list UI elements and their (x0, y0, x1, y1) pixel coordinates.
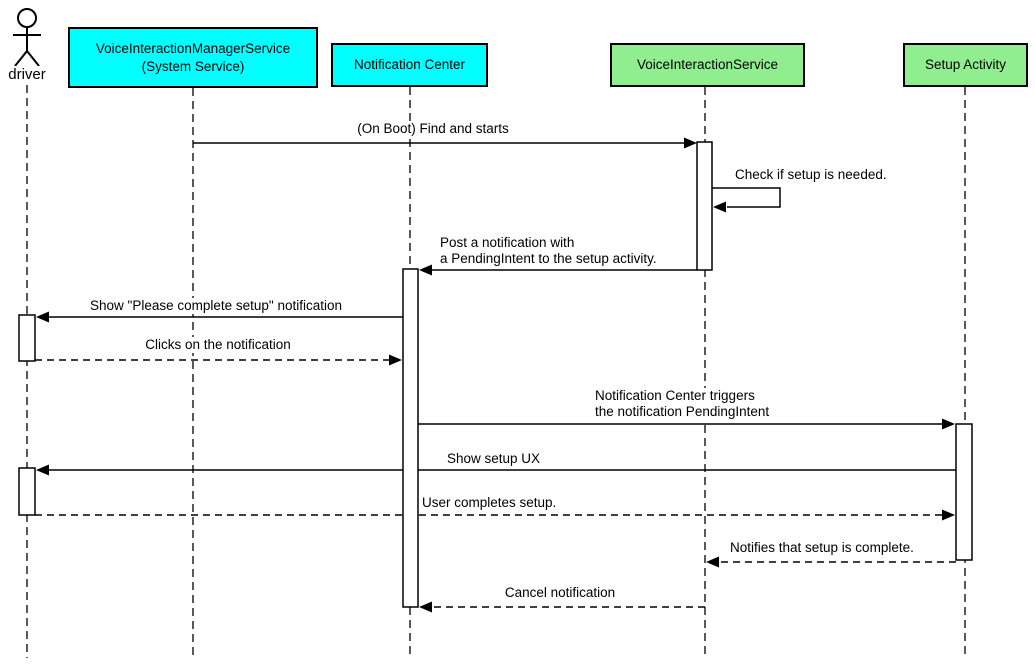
participant-voiceinteractionservice: VoiceInteractionService (610, 43, 805, 87)
message-clicks-on-notification (35, 354, 402, 366)
message-label-cancel-notification: Cancel notification (501, 585, 619, 601)
activation-voiceinteractionservice (696, 141, 713, 271)
message-user-completes-setup (35, 509, 955, 521)
participant-setup-activity: Setup Activity (903, 43, 1028, 87)
participant-label: VoiceInteractionService (636, 57, 779, 73)
participant-voiceinteractionmanagerservice: VoiceInteractionManagerService (System S… (68, 27, 318, 88)
actor-figure-driver (13, 8, 41, 67)
message-check-if-setup-needed-selfcall (712, 187, 781, 213)
message-label-line1: Notification Center triggers (595, 388, 755, 403)
message-show-setup-ux (36, 464, 956, 476)
message-label-clicks-on-notification: Clicks on the notification (142, 337, 294, 353)
message-label-show-setup-ux: Show setup UX (444, 451, 544, 467)
message-label-line2: a PendingIntent to the setup activity. (440, 251, 657, 266)
participant-label: Setup Activity (924, 57, 1007, 73)
message-post-notification (419, 264, 697, 276)
participant-label-line1: VoiceInteractionManagerService (95, 40, 291, 56)
participant-notification-center: Notification Center (331, 43, 488, 87)
message-label-post-notification: Post a notification with a PendingIntent… (437, 235, 660, 267)
activation-setup-activity (955, 423, 973, 561)
message-label-check-if-setup-needed: Check if setup is needed. (732, 167, 890, 183)
participant-driver-label: driver (6, 66, 48, 83)
message-label-line2: the notification PendingIntent (595, 404, 770, 419)
message-label-on-boot-find-and-starts: (On Boot) Find and starts (354, 121, 512, 137)
participant-label-line2: (System Service) (141, 58, 245, 74)
message-label-show-complete-setup-notification: Show "Please complete setup" notificatio… (87, 298, 345, 314)
message-label-line1: Post a notification with (440, 235, 575, 250)
message-label-triggers-pendingintent: Notification Center triggers the notific… (592, 388, 773, 420)
activation-driver-1 (18, 314, 36, 362)
message-label-notifies-setup-complete: Notifies that setup is complete. (727, 540, 917, 556)
message-triggers-pendingintent (418, 418, 955, 430)
message-notifies-setup-complete (706, 556, 956, 568)
message-cancel-notification (419, 601, 705, 613)
activation-driver-2 (18, 467, 36, 516)
message-show-complete-setup-notification (36, 311, 403, 323)
participant-label: Notification Center (353, 57, 466, 73)
activation-notification-center (402, 268, 419, 608)
message-on-boot-find-and-starts (193, 137, 697, 149)
message-label-user-completes-setup: User completes setup. (419, 495, 560, 511)
